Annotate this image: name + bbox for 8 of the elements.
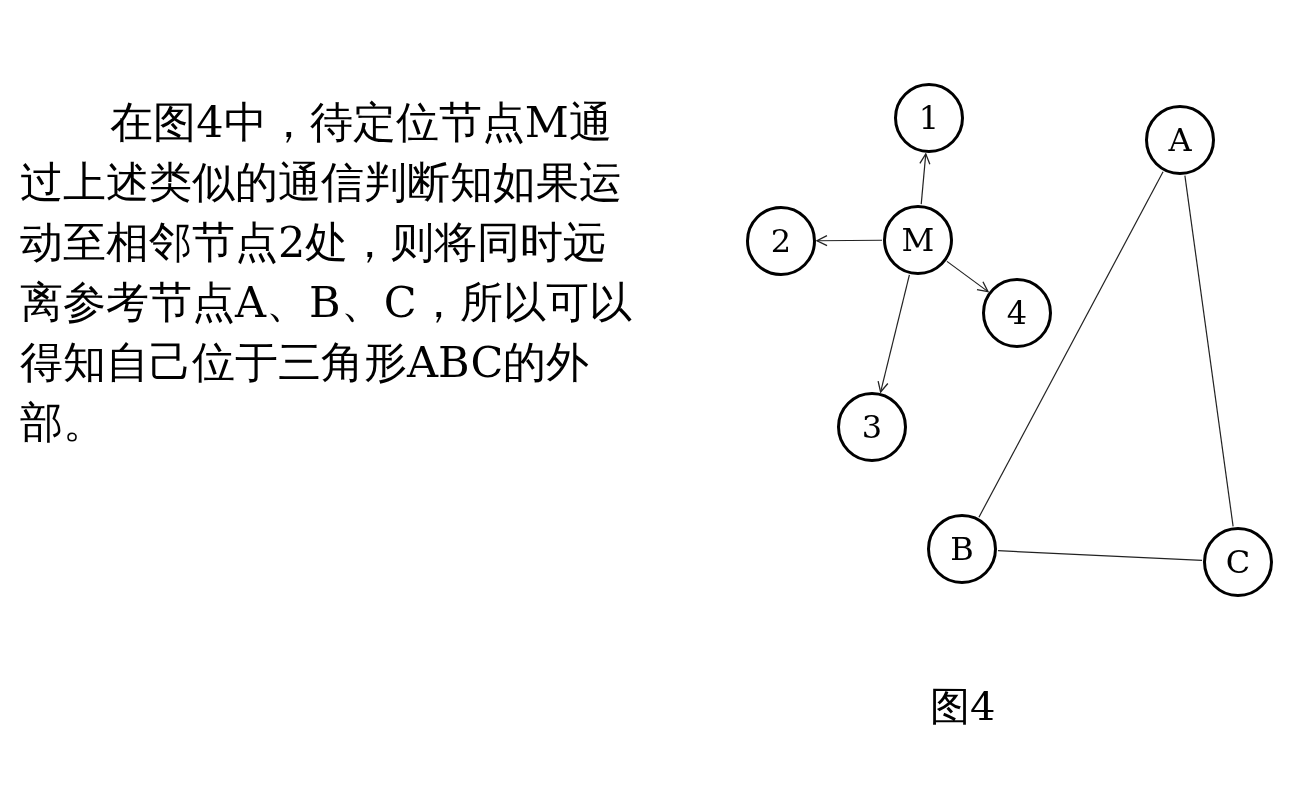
description-paragraph: 在图4中，待定位节点M通过上述类似的通信判断知如果运动至相邻节点2处，则将同时远离参考节点A、B、C，所以可以得知自己位于三角形ABC的外部。 xyxy=(20,96,633,449)
figure-caption: 图4 xyxy=(930,682,996,731)
arrow xyxy=(816,235,883,247)
connector-line xyxy=(997,550,1203,561)
arrow xyxy=(877,274,910,393)
connector-line xyxy=(1184,175,1234,527)
arrow xyxy=(919,153,931,205)
arrow xyxy=(946,260,989,293)
